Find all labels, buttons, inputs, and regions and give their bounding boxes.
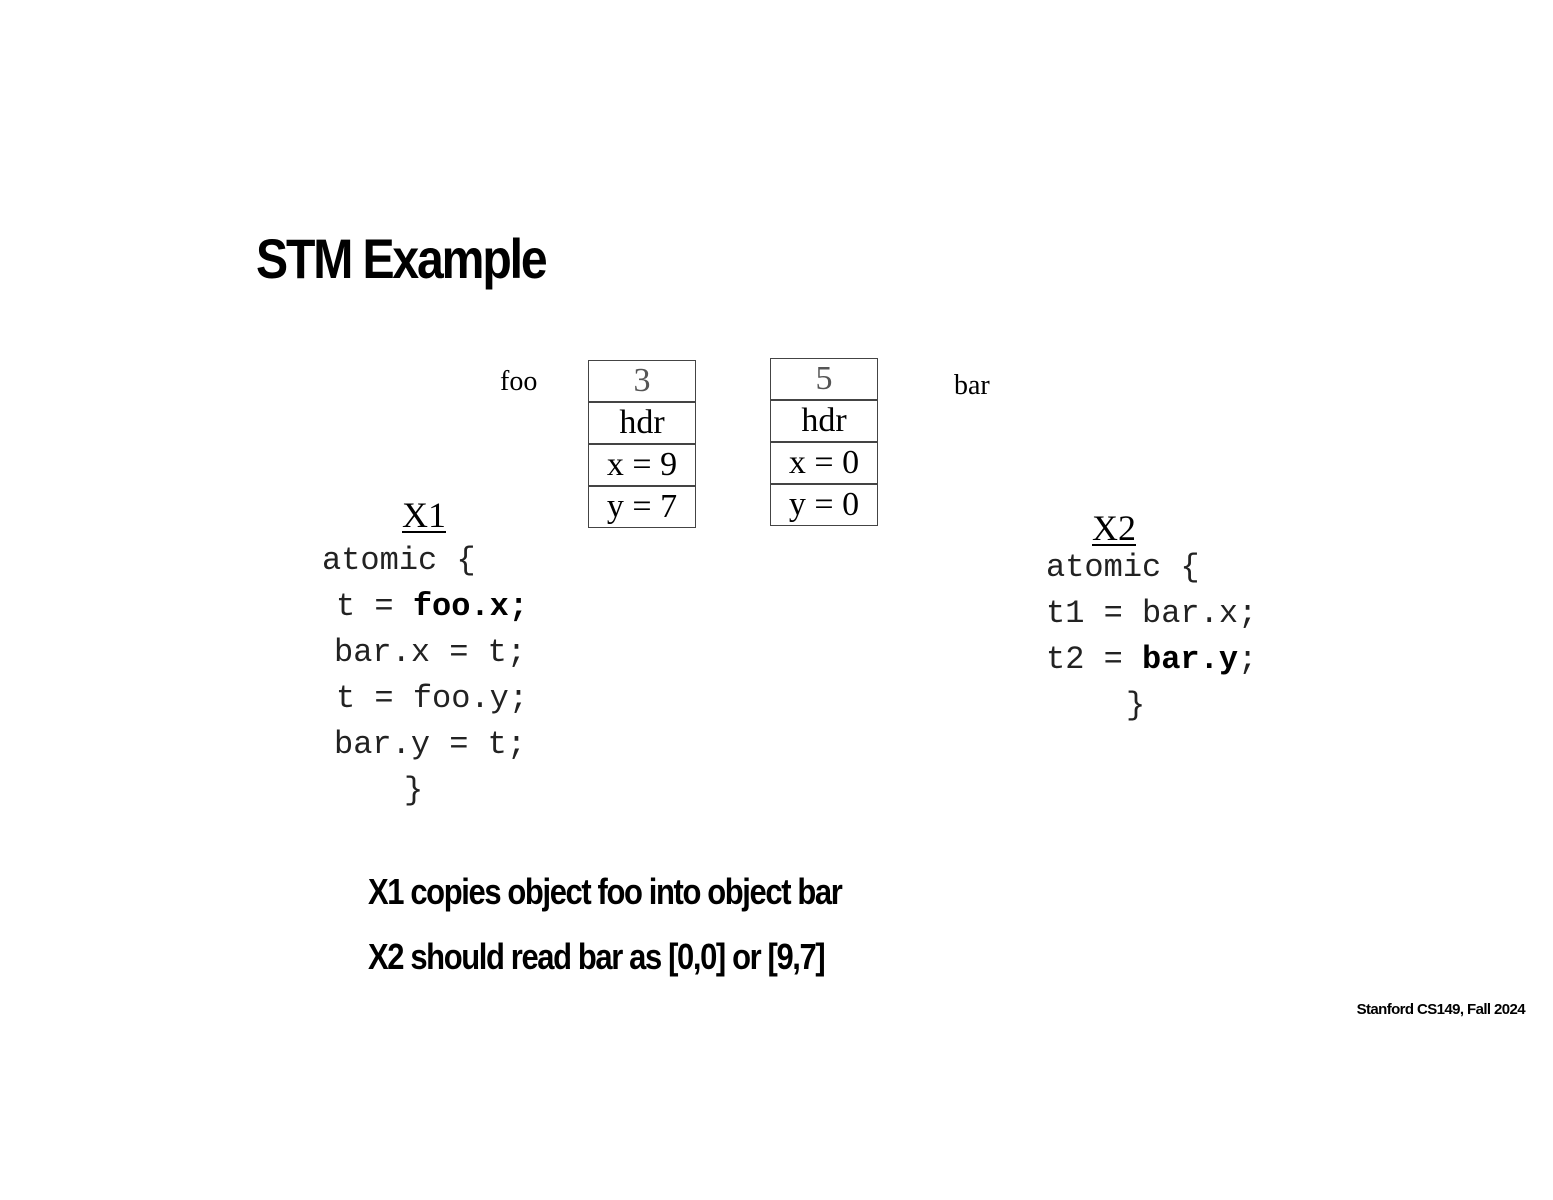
x2-transaction-label: X2 — [1092, 508, 1136, 548]
x1-code-line: bar.y = t; — [334, 726, 527, 763]
bar-x-field: x = 0 — [770, 442, 878, 484]
x1-code-line: atomic { — [322, 542, 476, 579]
x2-code-line: t2 = bar.y; — [1046, 637, 1257, 683]
bar-header-cell: hdr — [770, 400, 878, 442]
foo-x-field: x = 9 — [588, 444, 696, 486]
code-text-bold: foo.x — [412, 588, 509, 625]
caption-line: X2 should read bar as [0,0] or [9,7] — [368, 936, 826, 977]
x1-code-line: } — [404, 772, 424, 809]
foo-object: 3 hdr x = 9 y = 7 — [588, 360, 696, 528]
x1-code-line: t = foo.y; — [336, 680, 529, 717]
x1-code-line: t = foo.x; — [322, 584, 528, 630]
footer-course-label: Stanford CS149, Fall 2024 — [1356, 1001, 1526, 1018]
bar-y-field: y = 0 — [770, 484, 878, 526]
code-text-bold: bar.y — [1142, 641, 1239, 678]
caption-line: X1 copies object foo into object bar — [368, 871, 843, 912]
code-text-bold: ; — [508, 588, 529, 625]
code-text: t = — [336, 588, 413, 625]
foo-version-cell: 3 — [588, 360, 696, 402]
x1-code-line: bar.x = t; — [334, 634, 527, 671]
foo-object-label: foo — [500, 366, 538, 397]
x2-code-block: atomic { t1 = bar.x; t2 = bar.y; } — [1046, 545, 1257, 729]
x2-code-line: atomic { — [1046, 549, 1200, 586]
x1-code-block: atomic { t = foo.x; bar.x = t; t = foo.y… — [322, 538, 528, 814]
x2-code-line: t1 = bar.x; — [1046, 595, 1258, 632]
bar-version-cell: 5 — [770, 358, 878, 400]
x2-code-line: } — [1126, 687, 1146, 724]
code-text: ; — [1238, 641, 1258, 678]
slide-title: STM Example — [256, 227, 548, 290]
code-text: t2 = — [1046, 641, 1143, 678]
bar-object-label: bar — [954, 370, 990, 401]
x1-transaction-label: X1 — [402, 495, 446, 535]
foo-header-cell: hdr — [588, 402, 696, 444]
foo-y-field: y = 7 — [588, 486, 696, 528]
bar-object: 5 hdr x = 0 y = 0 — [770, 358, 878, 526]
